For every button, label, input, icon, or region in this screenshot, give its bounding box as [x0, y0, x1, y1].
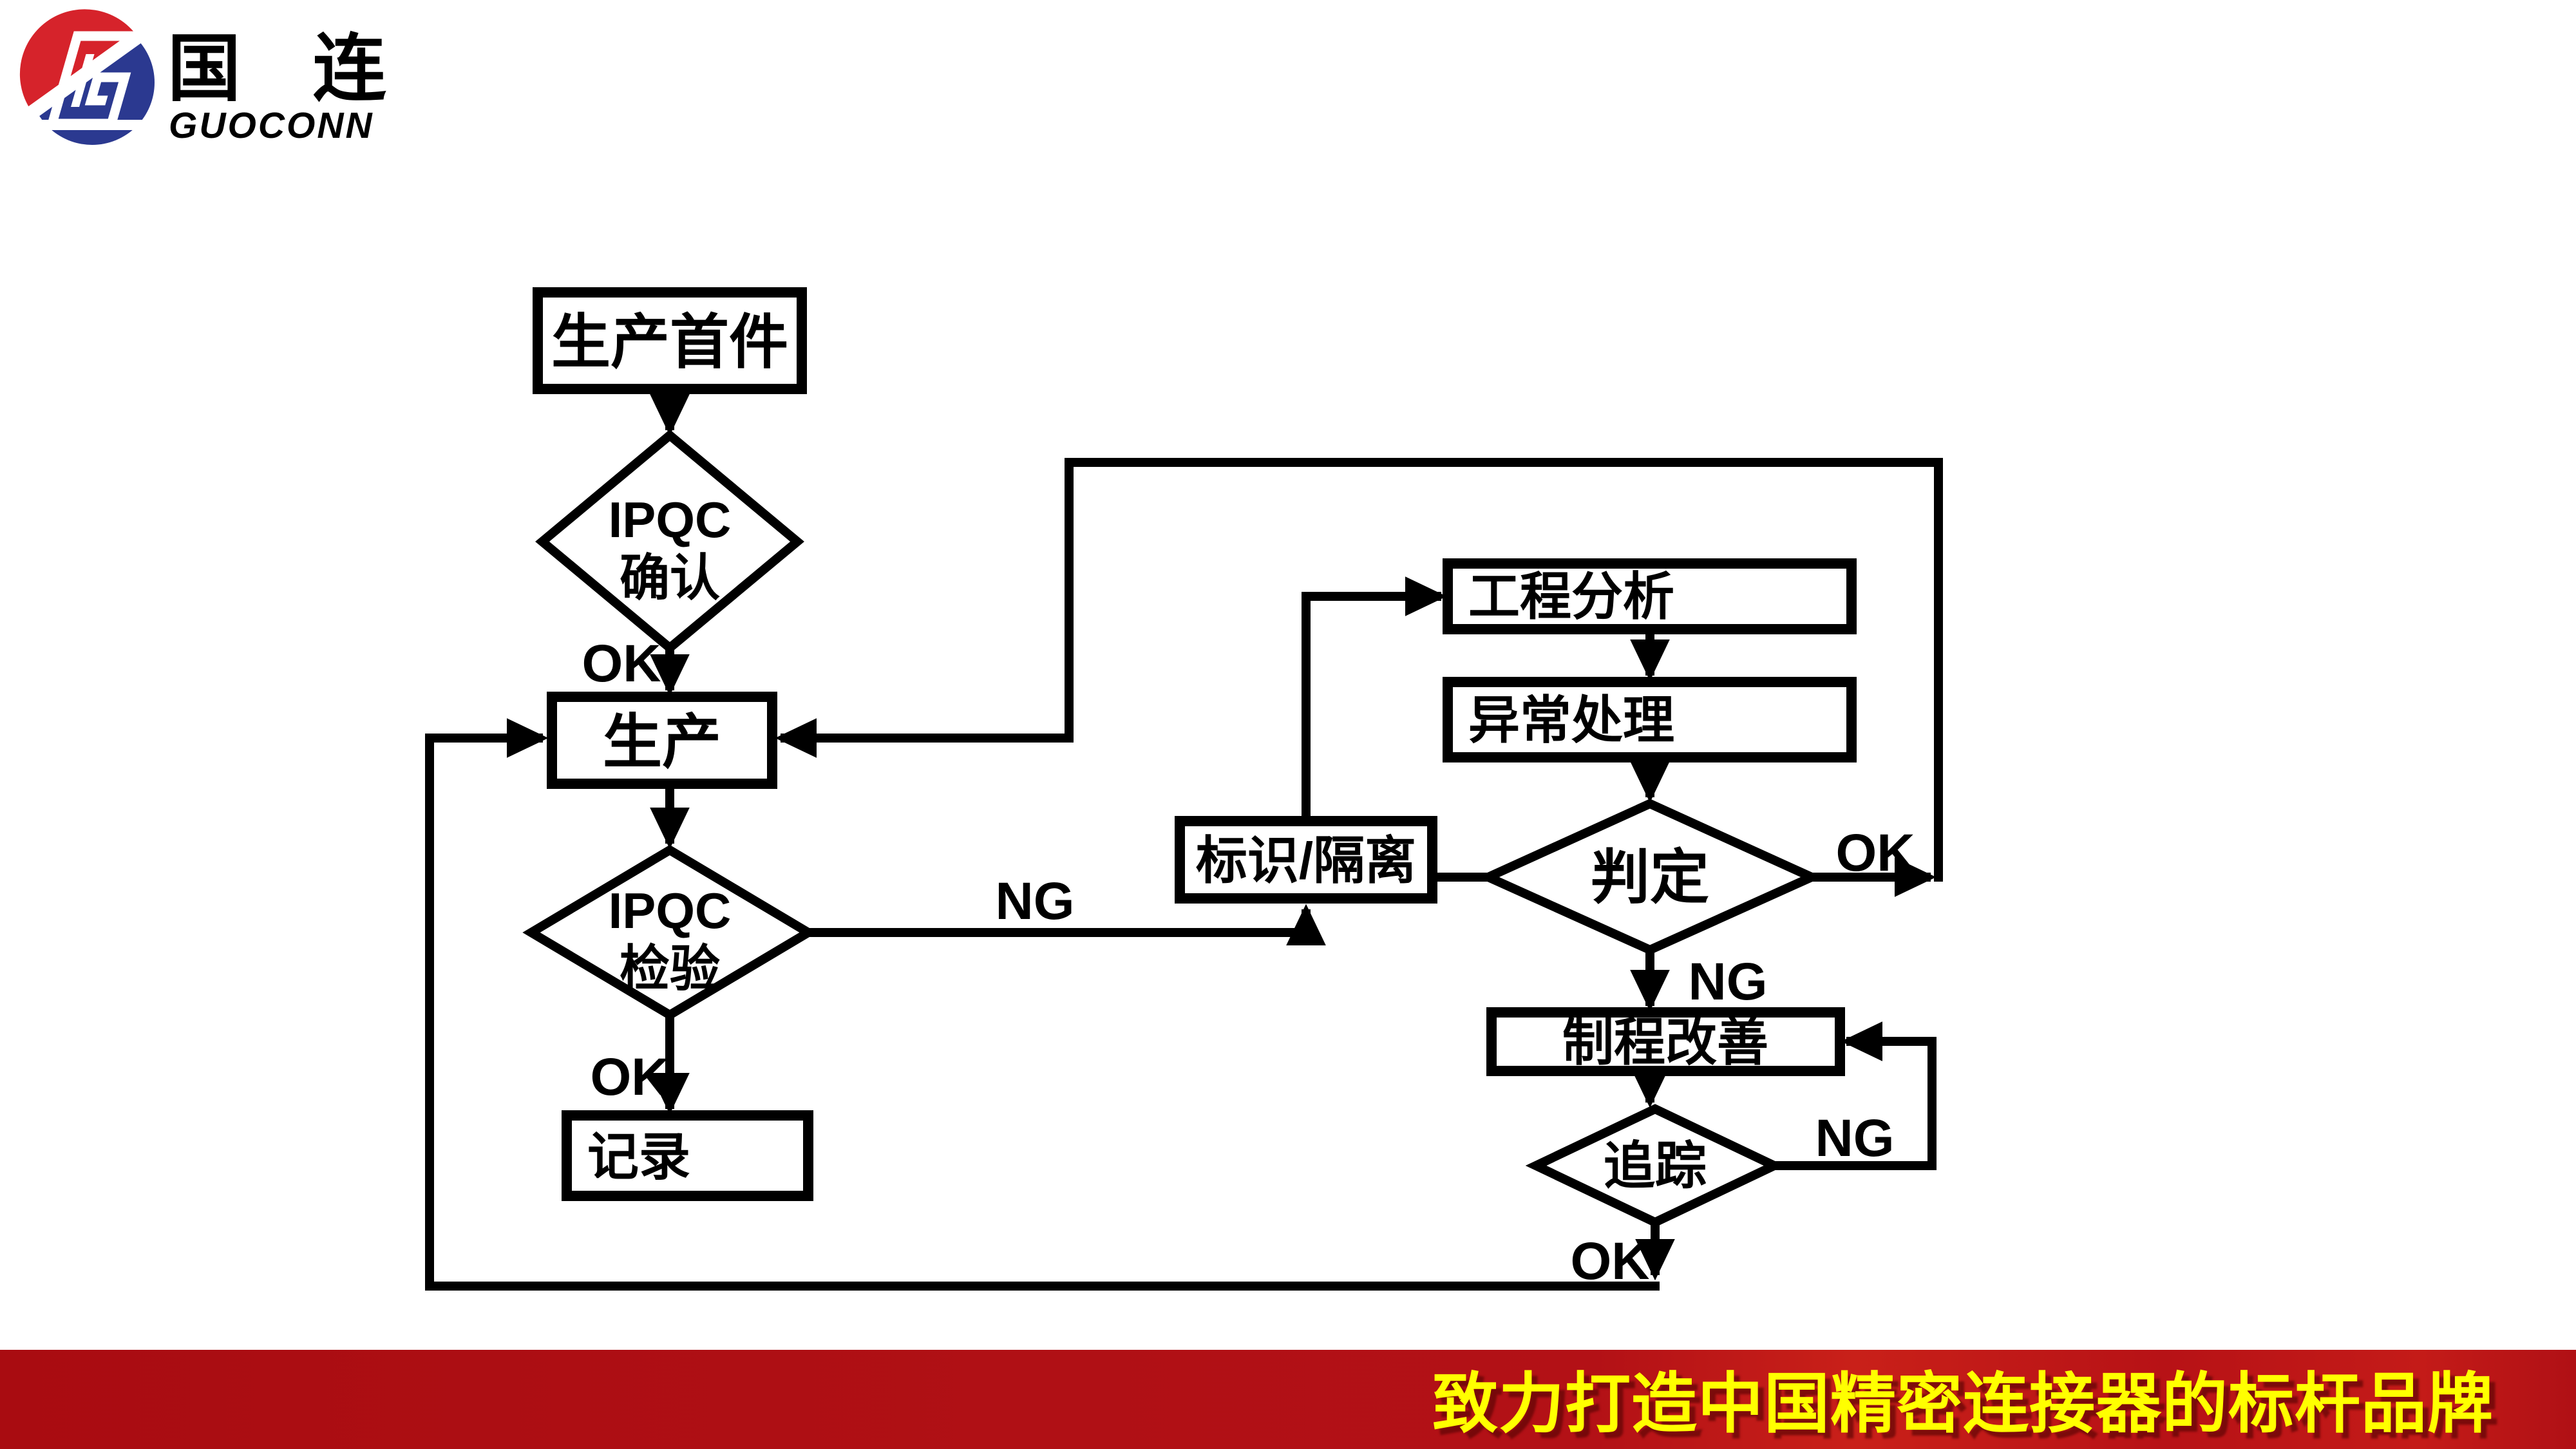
- label-ok-confirm: OK: [582, 634, 661, 693]
- node-process-improvement: 制程改善: [1486, 1007, 1845, 1076]
- flowchart-edges: [425, 389, 1943, 1291]
- node-mark-isolate: 标识/隔离: [1175, 816, 1437, 904]
- label-ng-tracking: NG: [1815, 1109, 1895, 1168]
- flowchart-nodes: 生产首件 IPQC 确认 生产 IPQC 检验 记录 标识/隔离: [522, 287, 1857, 1227]
- node-first-article: 生产首件: [533, 287, 807, 394]
- edge-bottom-loop-to-production: [425, 718, 1660, 1291]
- node-engineering-analysis-label: 工程分析: [1468, 568, 1674, 625]
- node-first-article-label: 生产首件: [551, 310, 788, 375]
- node-judgment-label: 判定: [1591, 845, 1709, 911]
- label-ok-judgment: OK: [1836, 824, 1915, 882]
- logo-name-cn: 国 连: [167, 28, 398, 110]
- node-ipqc-inspect: IPQC 检验: [522, 844, 817, 1021]
- edge-mark-isolate-to-engineering-analysis: [1302, 576, 1447, 821]
- node-engineering-analysis: 工程分析: [1443, 558, 1857, 634]
- node-ipqc-confirm-line2: 确认: [620, 549, 720, 606]
- node-production-label: 生产: [603, 710, 721, 775]
- banner-slogan: 致力打造中国精密连接器的标杆品牌: [1432, 1367, 2494, 1441]
- node-abnormal-handling: 异常处理: [1443, 677, 1857, 762]
- node-ipqc-inspect-line2: 检验: [620, 940, 720, 997]
- label-ng-inspect: NG: [996, 872, 1075, 931]
- guoconn-emblem-icon: [17, 9, 155, 145]
- edge-riser-loop-to-production: [775, 458, 1943, 882]
- edge-ng-inspect-to-mark-isolate: [808, 904, 1326, 945]
- label-ng-judgment: NG: [1689, 952, 1768, 1011]
- node-ipqc-confirm-line1: IPQC: [609, 491, 732, 548]
- bottom-banner: 致力打造中国精密连接器的标杆品牌: [0, 1350, 2576, 1449]
- node-record: 记录: [562, 1110, 813, 1201]
- logo-name-en: GUOCONN: [169, 105, 374, 146]
- node-record-label: 记录: [587, 1128, 690, 1186]
- node-judgment: 判定: [1477, 799, 1823, 955]
- node-ipqc-confirm: IPQC 确认: [535, 429, 804, 654]
- label-ok-tracking: OK: [1571, 1232, 1650, 1291]
- flowchart-edge-labels: OK OK NG OK NG NG OK: [582, 634, 1915, 1291]
- label-ok-inspect: OK: [591, 1048, 670, 1106]
- node-process-improvement-label: 制程改善: [1562, 1014, 1768, 1071]
- edge-ng-tracking-loop-to-process-improvement: [1774, 1021, 1937, 1170]
- logo: 国 连 GUOCONN: [17, 9, 398, 146]
- node-mark-isolate-label: 标识/隔离: [1196, 832, 1416, 889]
- node-abnormal-handling-label: 异常处理: [1468, 692, 1674, 749]
- node-production: 生产: [547, 692, 777, 789]
- node-ipqc-inspect-line1: IPQC: [609, 882, 732, 939]
- node-tracking-label: 追踪: [1604, 1137, 1707, 1195]
- node-tracking: 追踪: [1525, 1104, 1785, 1227]
